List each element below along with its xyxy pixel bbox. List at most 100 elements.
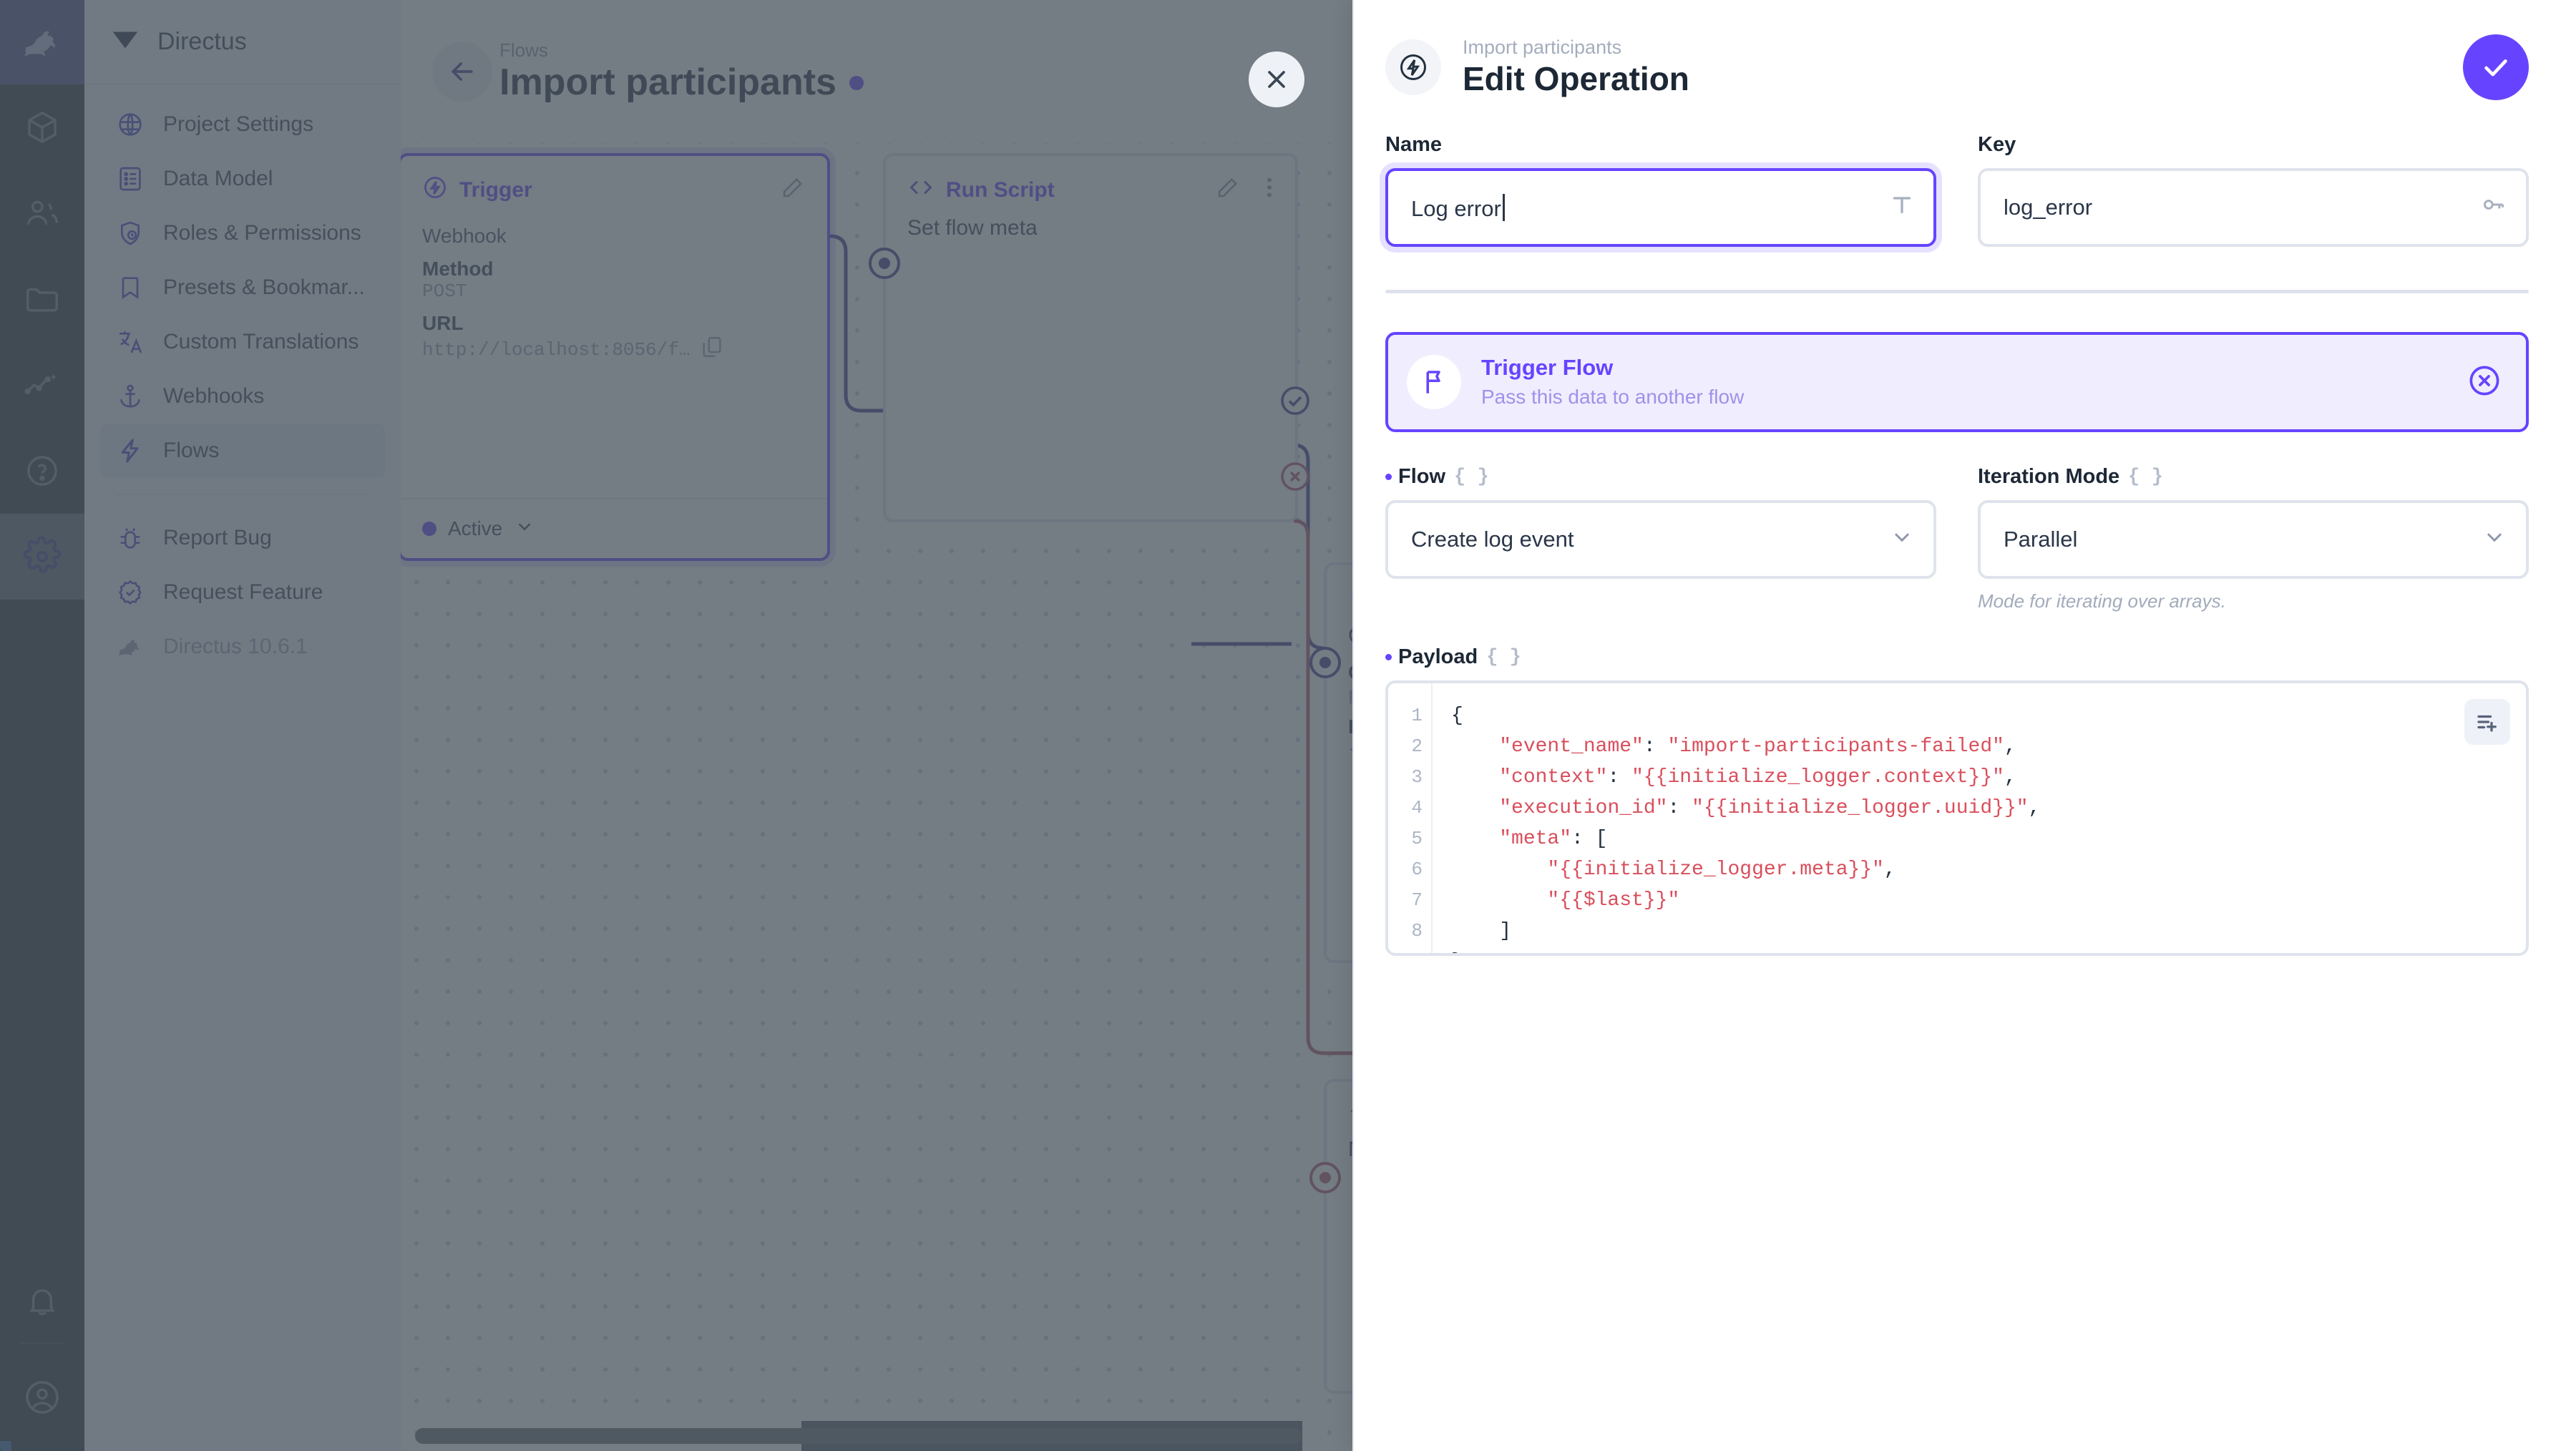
bolt-circle-icon	[1385, 39, 1441, 95]
text-caret	[1502, 193, 1505, 221]
list-box-icon	[116, 165, 145, 193]
sidebar-item-presets-bookmarks[interactable]: Presets & Bookmar...	[100, 260, 385, 315]
rabbit-logo-icon	[116, 632, 145, 661]
node-error-port[interactable]	[1278, 459, 1312, 497]
bookmark-icon	[116, 273, 145, 302]
active-dot-icon	[422, 522, 436, 536]
dots-vertical-icon[interactable]	[1265, 175, 1274, 206]
pencil-icon[interactable]	[1215, 175, 1241, 206]
sidebar-item-data-model[interactable]: Data Model	[100, 152, 385, 206]
code-line-number: 1	[1411, 705, 1423, 726]
page-title: Import participants	[499, 62, 864, 104]
name-field-group: Name Log error	[1385, 133, 1936, 247]
drawer-title: Edit Operation	[1463, 60, 1689, 98]
operation-type-text: Trigger Flow Pass this data to another f…	[1481, 353, 1744, 410]
sidebar-item-report-bug[interactable]: Report Bug	[100, 511, 385, 565]
rail-item-content[interactable]	[0, 84, 84, 170]
rail-item-notifications[interactable]	[0, 1256, 84, 1342]
save-button[interactable]	[2463, 34, 2529, 100]
code-brackets-icon	[907, 177, 935, 204]
flow-field-label: Flow { }	[1385, 465, 1936, 489]
rail-item-users[interactable]	[0, 170, 84, 256]
sidebar-item-webhooks[interactable]: Webhooks	[100, 369, 385, 424]
sidebar-item-custom-translations[interactable]: Custom Translations	[100, 315, 385, 369]
page-title-text: Import participants	[499, 61, 836, 103]
close-icon[interactable]	[1249, 52, 1304, 107]
code-line: "{{$last}}"	[1547, 889, 1680, 912]
settings-sidebar: Directus Project Settings	[84, 0, 401, 1451]
code-line: {	[1451, 705, 1463, 727]
payload-code-editor[interactable]: 123456789 { "event_name": "import-partic…	[1385, 680, 2529, 956]
node-url-row: http://localhost:8056/f…	[422, 335, 806, 365]
key-field-group: Key log_error	[1978, 133, 2529, 247]
rail-item-account[interactable]	[0, 1344, 84, 1451]
bolt-icon	[116, 436, 145, 465]
rail-item-settings[interactable]	[0, 514, 84, 600]
key-icon	[2480, 191, 2507, 224]
drawer-header: Import participants Edit Operation	[1354, 0, 2576, 100]
drawer-title-block: Import participants Edit Operation	[1463, 36, 1689, 99]
back-button[interactable]	[432, 41, 492, 102]
node-input-port[interactable]	[1309, 647, 1341, 678]
name-key-row: Name Log error Key log_error	[1385, 133, 2529, 247]
drawer-subtitle: Import participants	[1463, 36, 1622, 58]
sidebar-item-request-feature[interactable]: Request Feature	[100, 565, 385, 620]
code-line: }	[1451, 947, 2526, 953]
sidebar-item-project-settings[interactable]: Project Settings	[100, 97, 385, 152]
code-line-number: 3	[1411, 766, 1423, 788]
sidebar-item-flows[interactable]: Flows	[100, 424, 385, 478]
rail-accent-tip	[0, 1441, 11, 1451]
code-line: ]	[1451, 920, 1512, 942]
code-line-number: 4	[1411, 797, 1423, 819]
code-line-number: 8	[1411, 920, 1423, 942]
rabbit-logo-icon[interactable]	[0, 0, 84, 84]
node-status-footer[interactable]: Active	[401, 498, 827, 558]
code-line-numbers: 123456789	[1388, 683, 1433, 953]
close-circle-icon[interactable]	[2466, 362, 2503, 403]
breadcrumb[interactable]: Flows	[499, 39, 548, 61]
node-input-port[interactable]	[869, 248, 900, 279]
name-input[interactable]: Log error	[1385, 168, 1936, 247]
sidebar-item-roles-permissions[interactable]: Roles & Permissions	[100, 206, 385, 260]
code-line: "meta": [	[1499, 828, 1608, 850]
bolt-circle-icon	[422, 175, 448, 206]
operation-type-title: Trigger Flow	[1481, 355, 1614, 381]
code-content[interactable]: { "event_name": "import-participants-fai…	[1433, 683, 2526, 953]
rail-item-insights[interactable]	[0, 342, 84, 428]
node-body: Webhook Method POST URL http://localhost…	[401, 212, 827, 365]
insert-field-icon[interactable]	[2464, 699, 2510, 745]
horizontal-scrollbar-thumb[interactable]	[415, 1428, 1302, 1444]
node-field-label: Method	[422, 258, 494, 280]
node-success-port[interactable]	[1278, 383, 1312, 421]
sidebar-item-label: Webhooks	[163, 384, 265, 408]
node-run-script-1[interactable]: Run Script Set flow meta	[869, 153, 1309, 522]
code-line-number: 5	[1411, 828, 1423, 849]
node-subtitle: Webhook	[422, 225, 507, 247]
node-trigger[interactable]: Trigger Webhook Method POST URL http://l…	[401, 153, 830, 561]
operation-type-card[interactable]: Trigger Flow Pass this data to another f…	[1385, 332, 2529, 432]
node-type-label: Run Script	[946, 178, 1055, 202]
operation-type-subtitle: Pass this data to another flow	[1481, 385, 1745, 408]
flow-field-group: Flow { } Create log event	[1385, 465, 1936, 612]
copy-icon[interactable]	[700, 335, 724, 365]
node-input-port[interactable]	[1309, 1162, 1341, 1193]
sidebar-item-label: Flows	[163, 439, 220, 462]
sidebar-nav-list: Project Settings Data Model	[84, 84, 401, 674]
code-line-number: 6	[1411, 859, 1423, 880]
iteration-select[interactable]: Parallel	[1978, 500, 2529, 579]
pencil-icon[interactable]	[780, 175, 806, 206]
flow-select[interactable]: Create log event	[1385, 500, 1936, 579]
key-input[interactable]: log_error	[1978, 168, 2529, 247]
flow-iteration-row: Flow { } Create log event Iteration Mode…	[1385, 465, 2529, 612]
node-title: Trigger	[401, 156, 827, 212]
anchor-icon	[116, 382, 145, 411]
rail-item-help[interactable]	[0, 428, 84, 514]
sidebar-item-label: Roles & Permissions	[163, 221, 361, 245]
node-name: Set flow meta	[907, 216, 1038, 240]
text-icon	[1889, 192, 1915, 223]
rail-item-files[interactable]	[0, 256, 84, 342]
sidebar-item-label: Report Bug	[163, 526, 272, 549]
payload-field-group: Payload { } 123456789 { "event_name": "i…	[1385, 645, 2529, 956]
chevron-down-icon	[514, 516, 535, 542]
